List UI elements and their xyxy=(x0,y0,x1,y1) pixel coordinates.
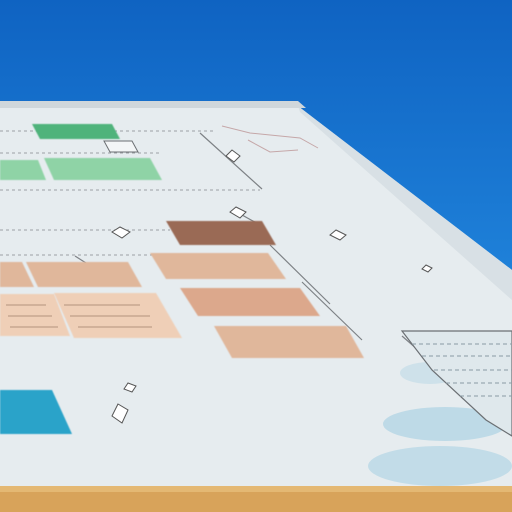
node-brown-dark[interactable] xyxy=(166,221,276,245)
diamond-marker xyxy=(229,206,247,219)
node-mid-2[interactable] xyxy=(180,288,320,316)
board-bottom-frame-highlight xyxy=(0,486,512,492)
board-top-edge xyxy=(0,101,306,108)
node-left-lower-text xyxy=(6,304,152,328)
diamond-marker xyxy=(225,149,241,163)
node-green-top-cap xyxy=(103,140,139,153)
board-right-shade xyxy=(298,106,512,300)
node-mid-3[interactable] xyxy=(214,326,364,358)
panel-right-rows xyxy=(412,343,512,397)
node-green-top[interactable] xyxy=(32,124,120,139)
node-green-left-b[interactable] xyxy=(44,158,162,180)
diamond-markers xyxy=(111,149,433,424)
dashed-guides xyxy=(0,130,260,256)
node-left-1[interactable] xyxy=(0,262,34,287)
blob-light-1 xyxy=(383,407,507,441)
diamond-marker xyxy=(123,382,137,393)
node-mid-1[interactable] xyxy=(150,253,286,279)
diamond-marker xyxy=(421,264,433,273)
diamond-marker xyxy=(111,226,131,239)
sketch-annotation xyxy=(221,125,319,153)
blob-light-2 xyxy=(368,446,512,486)
diamond-marker xyxy=(329,229,347,241)
node-green-left-a[interactable] xyxy=(0,160,46,180)
node-teal[interactable] xyxy=(0,390,72,434)
diamond-marker xyxy=(111,403,129,424)
node-left-2[interactable] xyxy=(26,262,142,287)
